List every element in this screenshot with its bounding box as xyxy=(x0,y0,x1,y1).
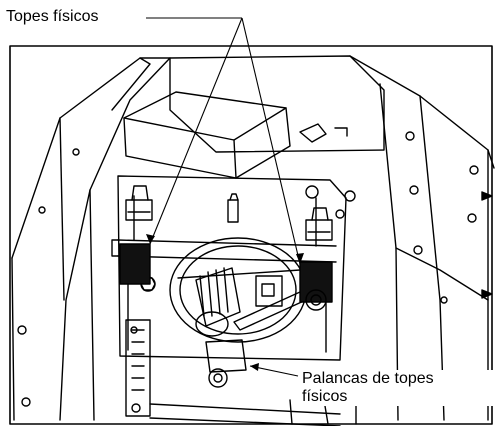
motor-disk xyxy=(169,237,307,343)
right-physical-stop xyxy=(299,207,333,311)
label-topes-fisicos-text: Topes físicos xyxy=(6,8,99,25)
top-plate xyxy=(169,55,385,153)
left-physical-stop xyxy=(119,185,153,285)
drawing-frame xyxy=(9,45,493,425)
label-palancas-line2: físicos xyxy=(302,388,348,405)
lever-block xyxy=(205,339,247,388)
right-housing-panel xyxy=(349,55,495,421)
label-palancas-line1: Palancas de topes xyxy=(302,370,434,387)
label-topes-fisicos: Topes físicos xyxy=(6,8,103,26)
arrowhead-right-stop xyxy=(296,253,304,264)
spline-gear xyxy=(195,267,241,337)
left-housing-panel xyxy=(11,57,171,421)
leader-lines-topes xyxy=(146,17,301,265)
label-palancas-topes-fisicos: Palancas de topes físicos xyxy=(300,370,494,406)
arrowhead-left-stop xyxy=(146,234,155,244)
mounting-pin xyxy=(227,199,239,223)
connector-block xyxy=(125,319,151,417)
arrowhead-lever xyxy=(250,363,259,371)
